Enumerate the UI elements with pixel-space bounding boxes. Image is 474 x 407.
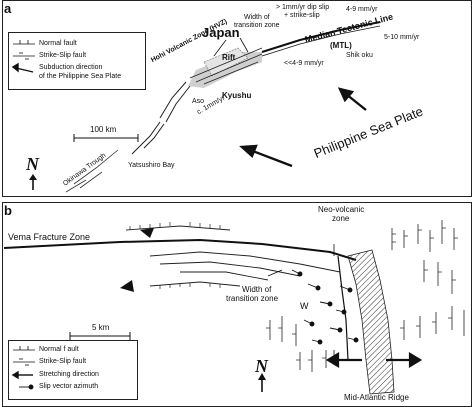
width-transition-b-1: Width of [242, 285, 272, 294]
slip-vectors [291, 269, 359, 345]
panel-a-map [65, 21, 381, 193]
legend-strike-slip-a: Strike-Slip fault [39, 52, 87, 59]
rate-4-9-top: 4-9 mm/yr [346, 6, 378, 13]
panel-b-tag: b [4, 203, 12, 218]
ridge-axis [337, 255, 349, 361]
legend-b-symbols [11, 346, 35, 390]
rate-4-9-bottom: <<4-9 mm/yr [284, 60, 324, 67]
legend-b: Normal f ault Strike-Slip fault Stretchi… [8, 340, 138, 400]
legend-subduction-2: of the Philippine Sea Plate [39, 73, 122, 80]
japan-label: Japan [202, 25, 240, 40]
ridge-normal-faults [269, 220, 465, 372]
rate-5-10: 5-10 mm/yr [384, 34, 420, 41]
ridge-normal-ticks [266, 227, 458, 361]
scale-label-a: 100 km [90, 125, 117, 134]
legend-strike-slip-b: Strike-Slip fault [39, 358, 87, 365]
okinawa-faults [65, 149, 119, 193]
panel-a-tag: a [4, 1, 12, 16]
legend-a: Normal fault Strike-Slip fault Subductio… [8, 32, 146, 90]
shikoku-label: Shik oku [346, 52, 373, 59]
mtl-abbrev: (MTL) [330, 41, 352, 50]
width-transition-b-2: transition zone [226, 294, 279, 303]
stretching-arrows [325, 352, 423, 368]
neo-volcanic-label-1: Neo-volcanic [318, 205, 365, 214]
shear-arrow-bottom [120, 280, 134, 292]
legend-stretching: Stretching direction [39, 371, 99, 378]
panel-a: a [0, 0, 474, 198]
shear-arrow-top [140, 228, 154, 238]
width-transition-a-1: Width of [244, 14, 270, 21]
panel-a-frame [2, 0, 472, 197]
scale-bar-b [69, 332, 131, 340]
mid-atlantic-label: Mid-Atlantic Ridge [344, 393, 409, 402]
scale-bar-a [73, 134, 139, 142]
transition-faults-b [125, 225, 341, 287]
aso-label: Aso [192, 98, 205, 105]
yatsushiro-label: Yatsushiro Bay [128, 162, 175, 169]
north-label-b: N [255, 356, 268, 376]
median-tectonic-line [261, 21, 381, 53]
dip-slip-label-2: + strike-slip [284, 12, 320, 19]
neo-volcanic-label-2: zone [332, 214, 350, 223]
width-arrow-a [213, 37, 249, 57]
kyushu-faults [131, 81, 191, 155]
vema-label: Vema Fracture Zone [8, 232, 91, 242]
legend-normal-fault-b: Normal f ault [39, 346, 79, 353]
width-transition-a-2: transition zone [234, 22, 280, 29]
dip-slip-label-1: > 1mm/yr dip slip [276, 4, 330, 11]
neo-volcanic-zone [347, 249, 395, 395]
kyushu-label: Kyushu [222, 91, 252, 100]
legend-a-symbols [11, 40, 35, 73]
vema-fracture-line [3, 238, 357, 261]
w-label: W [300, 301, 309, 311]
normal-fault-ticks-b [129, 222, 221, 289]
mtl-parallel [261, 25, 381, 57]
hvz-faults [189, 47, 263, 85]
plate-arrows [239, 87, 367, 168]
rift-zone [203, 47, 249, 77]
panel-b-map [3, 220, 465, 395]
scale-label-b: 5 km [92, 323, 110, 332]
legend-slip-vector: Slip vector azimuth [39, 383, 99, 390]
panel-b: b [0, 200, 474, 407]
rift-label: Rift [222, 53, 236, 62]
legend-normal-fault-a: Normal fault [39, 40, 77, 47]
north-label-a: N [26, 154, 39, 174]
legend-subduction-1: Subduction direction [39, 64, 103, 71]
